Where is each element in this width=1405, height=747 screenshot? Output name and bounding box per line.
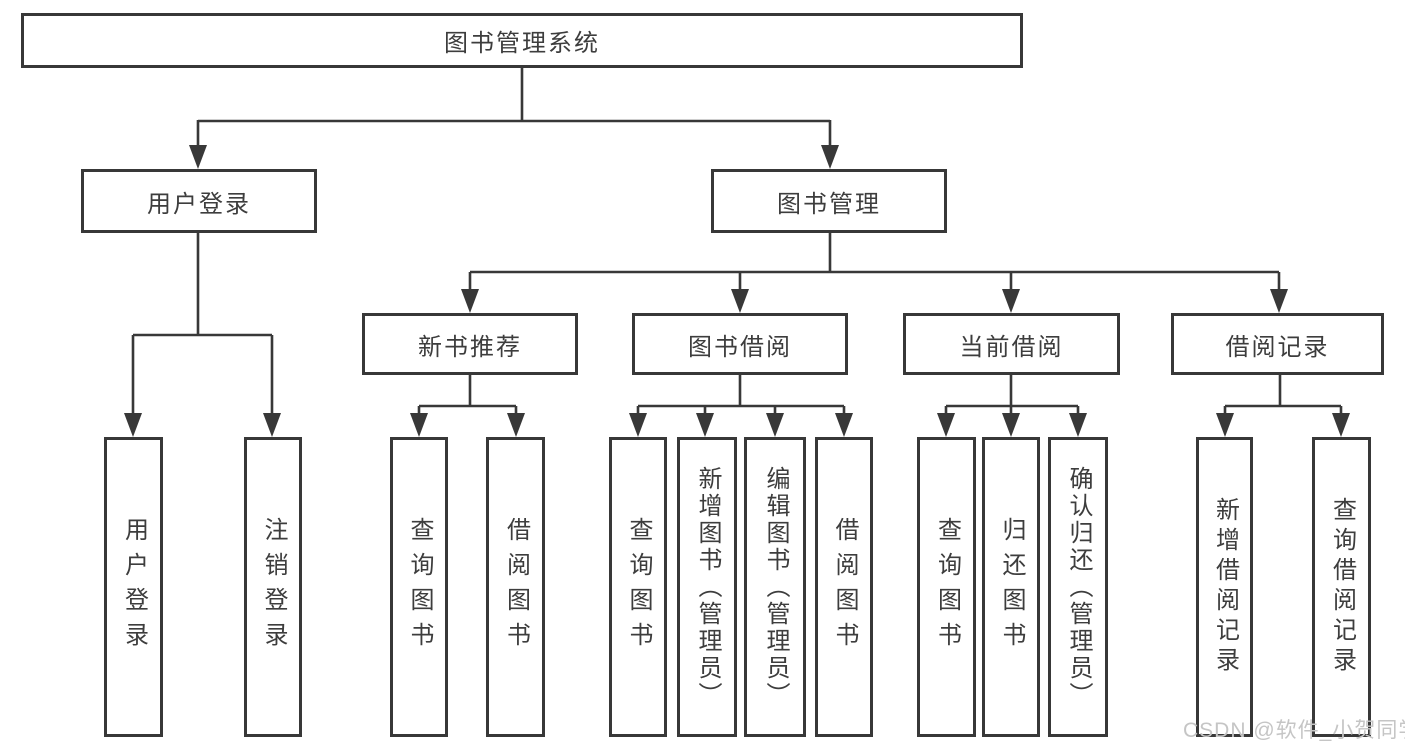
leaf-borrow-add-books-admin: 新增图书（管理员） <box>677 437 737 737</box>
leaf-borrow-borrow-books-label: 借阅图书 <box>831 517 858 657</box>
node-book-borrow: 图书借阅 <box>632 313 848 375</box>
leaf-current-query-books: 查询图书 <box>917 437 976 737</box>
leaf-borrow-edit-books-admin: 编辑图书（管理员） <box>744 437 806 737</box>
leaf-current-return-books: 归还图书 <box>982 437 1040 737</box>
node-borrow-records: 借阅记录 <box>1171 313 1384 375</box>
leaf-logout-label: 注销登录 <box>260 517 287 657</box>
leaf-records-query-record-label: 查询借阅记录 <box>1328 497 1356 677</box>
node-book-borrow-label: 图书借阅 <box>688 333 792 361</box>
leaf-newbook-borrow-books-label: 借阅图书 <box>502 517 530 657</box>
leaf-records-query-record: 查询借阅记录 <box>1312 437 1371 737</box>
node-borrow-records-label: 借阅记录 <box>1225 333 1330 361</box>
leaf-current-query-books-label: 查询图书 <box>933 517 961 657</box>
leaf-user-login: 用户登录 <box>104 437 163 737</box>
node-new-book-recommend: 新书推荐 <box>362 313 578 375</box>
leaf-borrow-query-books: 查询图书 <box>609 437 667 737</box>
leaf-current-return-books-label: 归还图书 <box>998 517 1025 657</box>
arrowheads <box>124 145 1350 437</box>
leaf-current-confirm-return-admin-label: 确认归还（管理员） <box>1065 465 1092 709</box>
node-user-login: 用户登录 <box>81 169 317 233</box>
node-root-label: 图书管理系统 <box>444 30 600 57</box>
leaf-borrow-edit-books-admin-label: 编辑图书（管理员） <box>762 465 789 709</box>
leaf-borrow-query-books-label: 查询图书 <box>625 517 652 657</box>
node-book-management: 图书管理 <box>711 169 947 233</box>
node-current-borrow: 当前借阅 <box>903 313 1120 375</box>
leaf-newbook-query-books: 查询图书 <box>390 437 448 737</box>
leaf-records-add-record-label: 新增借阅记录 <box>1211 497 1239 677</box>
leaf-records-add-record: 新增借阅记录 <box>1196 437 1253 737</box>
leaf-user-login-label: 用户登录 <box>120 517 148 657</box>
leaf-borrow-borrow-books: 借阅图书 <box>815 437 873 737</box>
node-book-management-label: 图书管理 <box>777 190 881 218</box>
leaf-current-confirm-return-admin: 确认归还（管理员） <box>1048 437 1108 737</box>
node-user-login-label: 用户登录 <box>147 190 251 218</box>
node-new-book-recommend-label: 新书推荐 <box>418 333 522 361</box>
node-current-borrow-label: 当前借阅 <box>959 333 1064 361</box>
watermark-text: CSDN @软件_小贺同学 <box>1183 719 1405 742</box>
leaf-logout: 注销登录 <box>244 437 302 737</box>
node-root: 图书管理系统 <box>21 13 1023 68</box>
leaf-newbook-borrow-books: 借阅图书 <box>486 437 545 737</box>
leaf-newbook-query-books-label: 查询图书 <box>406 517 433 657</box>
leaf-borrow-add-books-admin-label: 新增图书（管理员） <box>694 465 721 709</box>
